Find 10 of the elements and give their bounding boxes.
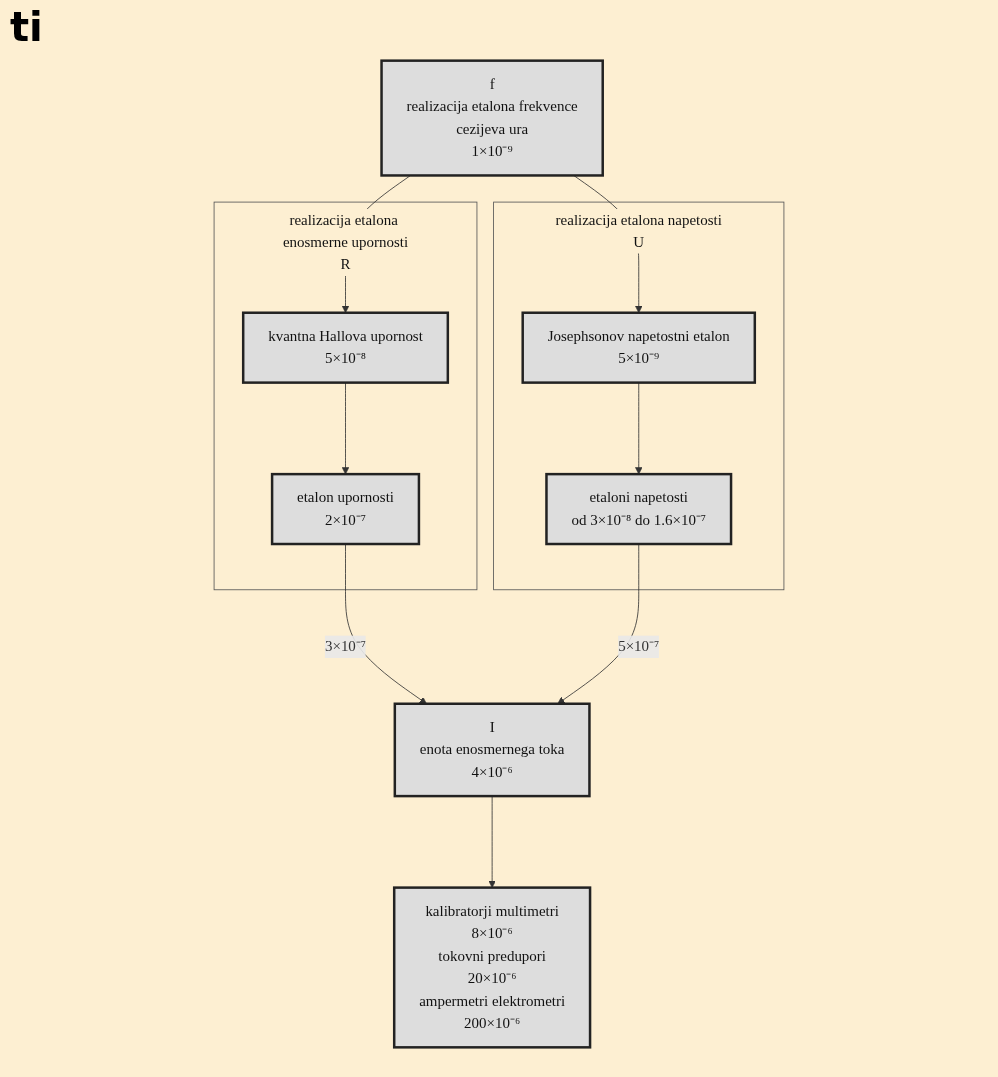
edge-label: 5×10⁻⁷ (618, 638, 660, 655)
node-box: I enota enosmernega toka 4×10⁻⁶ (393, 702, 591, 798)
node-box: etaloni napetosti od 3×10⁻⁸ do 1.6×10⁻⁷ (545, 472, 733, 546)
node-box: kalibratorji multimetri 8×10⁻⁶ tokovni predupori 20×10⁻⁶ ampermetri elektrometri 200×10⁻⁶ (392, 886, 592, 1049)
node-box: kvantna Hallova upornost 5×10⁻⁸ (241, 311, 450, 384)
title: ti (10, 4, 44, 50)
node-box: Josephsonov napetostni etalon 5×10⁻⁹ (521, 311, 757, 384)
node-box: f realizacija etalona frekvence cezijeva ura 1×10⁻⁹ (380, 59, 604, 177)
edge-label: 3×10⁻⁷ (324, 638, 367, 655)
node-box: etalon upornosti 2×10⁻⁷ (270, 472, 421, 546)
